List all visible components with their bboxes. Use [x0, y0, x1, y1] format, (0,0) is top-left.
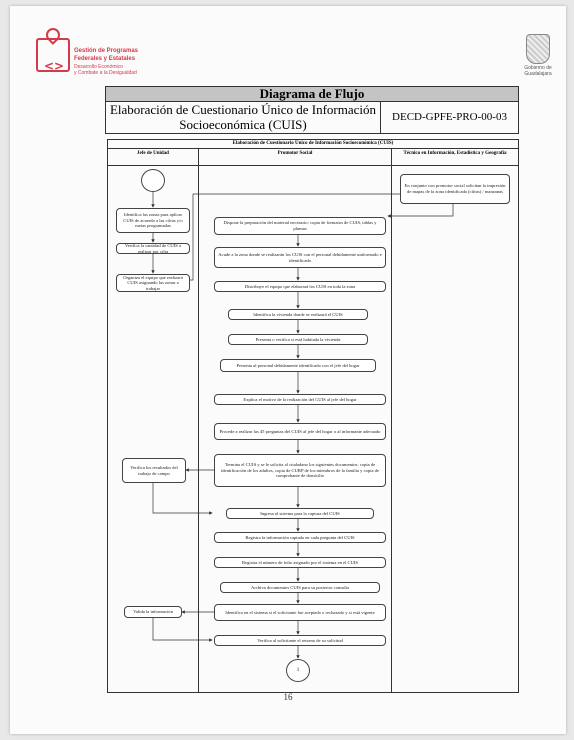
logo-text: y Combate a la Desigualdad [74, 70, 137, 76]
lane-header: Jefe de Unidad [108, 149, 198, 166]
crest-text: Gobierno de [524, 65, 552, 71]
page-number: 16 [283, 692, 293, 702]
step-node: Identifica la vivienda donde se realizar… [228, 309, 368, 320]
step-node: Verifica al solicitante el retorno de su… [214, 635, 386, 646]
step-node: Ingresa al sistema para la captura del C… [226, 508, 374, 519]
lane-header: Técnico en Información, Estadística y Ge… [392, 149, 518, 166]
step-node: Presenta al personal debidamente identif… [220, 359, 376, 372]
logo-text: Desarrollo Económico [74, 64, 123, 70]
crest-icon [526, 34, 550, 64]
step-node: Registra el número de folio asignado por… [214, 557, 386, 568]
document-page: <> Gestión de Programas Federales y Esta… [10, 6, 566, 734]
step-node: Distribuye el equipo que elaborará los C… [214, 281, 386, 292]
start-node [141, 169, 165, 192]
procedure-name: Elaboración de Cuestionario Único de Inf… [105, 101, 381, 134]
logo-text: Federales y Estatales [74, 56, 136, 62]
lane-tecnico: Técnico en Información, Estadística y Ge… [392, 149, 518, 692]
document-header: Diagrama de Flujo Elaboración de Cuestio… [105, 86, 519, 134]
lane-header: Promotor Social [199, 149, 391, 166]
program-logo: <> Gestión de Programas Federales y Esta… [36, 25, 176, 86]
step-node: Explica el motivo de la realización del … [214, 394, 386, 405]
step-node: Presenta o verifica si está habitada la … [228, 334, 368, 345]
flowchart: Elaboración de Cuestionario Único de Inf… [107, 139, 519, 693]
code-icon: <> [36, 38, 70, 73]
procedure-code: DECD-GPFE-PRO-00-03 [380, 101, 519, 134]
step-node: Acude a la zona donde se realizarán los … [214, 247, 386, 268]
step-node: Archiva documentos CUIS para su posterio… [220, 582, 380, 593]
crest-text: Guadalajara [524, 71, 552, 77]
page-connector: 1 [286, 659, 310, 682]
step-node: Valida la información [124, 606, 182, 618]
step-node: Verifica los resultados del trabajo de c… [122, 458, 186, 483]
step-node: Termina el CUIS y se le solicita al ciud… [214, 454, 386, 487]
step-node: Identifica en el sistema si el solicitan… [214, 604, 386, 621]
step-node: Registra la información captada en cada … [214, 532, 386, 543]
step-node: Procede a realizar las 45 preguntas del … [214, 423, 386, 440]
step-node: Identifica las zonas para aplicar CUIS d… [116, 208, 190, 233]
step-node: En conjunto con promotor social solicita… [400, 174, 510, 204]
flowchart-title: Elaboración de Cuestionario Único de Inf… [108, 140, 518, 149]
logo-text: Gestión de Programas [74, 48, 139, 54]
step-node: Verifica la cantidad de CUIS a realizar … [116, 243, 190, 254]
step-node: Dispone la preparación del material nece… [214, 217, 386, 235]
city-crest: Gobierno de Guadalajara [522, 34, 554, 82]
lane-promotor-social: Promotor Social [199, 149, 392, 692]
step-node: Organiza el equipo que realizará CUIS as… [116, 274, 190, 292]
lane-jefe-de-unidad: Jefe de Unidad [108, 149, 199, 692]
header-title: Diagrama de Flujo [105, 86, 519, 102]
